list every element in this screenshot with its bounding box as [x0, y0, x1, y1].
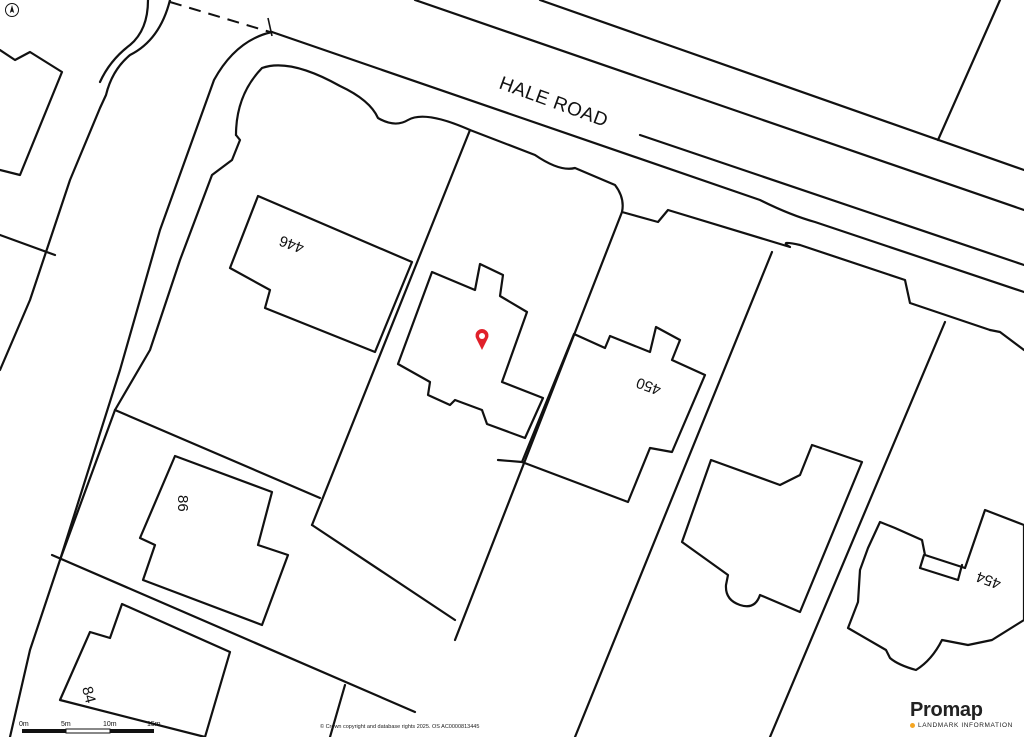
plot-divider-1 [310, 128, 472, 527]
location-pin-icon [475, 329, 489, 350]
plot-line-a [936, 0, 1002, 142]
promap-logo: Promap LANDMARK INFORMATION [910, 700, 1013, 729]
left-curve [0, 0, 172, 372]
road-inner-left [58, 133, 242, 562]
plot-line-b [988, 328, 1024, 352]
building-86 [138, 454, 290, 627]
building-target [396, 262, 545, 440]
plot-divider-v5 [328, 683, 347, 737]
plot-divider-2 [453, 210, 624, 642]
plot-divider-h2 [310, 523, 457, 622]
road-edge-upper [270, 30, 1024, 294]
house-number-84: 84 [78, 685, 99, 706]
building-452 [680, 443, 864, 614]
building-topleft [0, 48, 64, 177]
road-label: HALE ROAD [496, 73, 611, 132]
dashed-boundary [169, 1, 271, 33]
brand-dot-icon [910, 722, 915, 728]
scale-label-10: 10m [103, 721, 117, 728]
house-number-450: 450 [634, 374, 663, 399]
road-boundary [8, 30, 274, 737]
north-arrow-icon [5, 3, 19, 17]
road-inner-curve [234, 64, 992, 332]
road-edge-far2 [538, 0, 1024, 172]
scale-label-0: 0m [19, 721, 29, 728]
plot-divider-v6 [496, 458, 524, 464]
plot-divider-3 [573, 250, 774, 737]
brand-tagline: LANDMARK INFORMATION [918, 722, 1013, 729]
plot-divider-h3 [50, 553, 417, 714]
house-number-86: 86 [174, 495, 191, 512]
plot-divider-h4 [0, 233, 57, 257]
brand-tagline-row: LANDMARK INFORMATION [910, 722, 1013, 729]
building-454 [846, 508, 1024, 672]
road-edge-lower [638, 133, 1024, 267]
road-edge-far [413, 0, 1024, 212]
plot-divider-h1 [113, 408, 322, 500]
building-446 [228, 194, 414, 354]
plot-divider-4 [768, 320, 947, 737]
building-450 [520, 325, 707, 504]
scale-label-15: 15m [147, 721, 161, 728]
house-number-454: 454 [974, 568, 1003, 593]
copyright-notice: © Crown copyright and database rights 20… [320, 724, 480, 730]
brand-name: Promap [910, 699, 983, 721]
building-84 [58, 602, 232, 737]
left-curve-inner [98, 0, 150, 84]
scale-bar: 0m 5m 10m 15m [19, 721, 161, 734]
scale-label-5: 5m [61, 721, 71, 728]
house-number-446: 446 [277, 232, 306, 257]
